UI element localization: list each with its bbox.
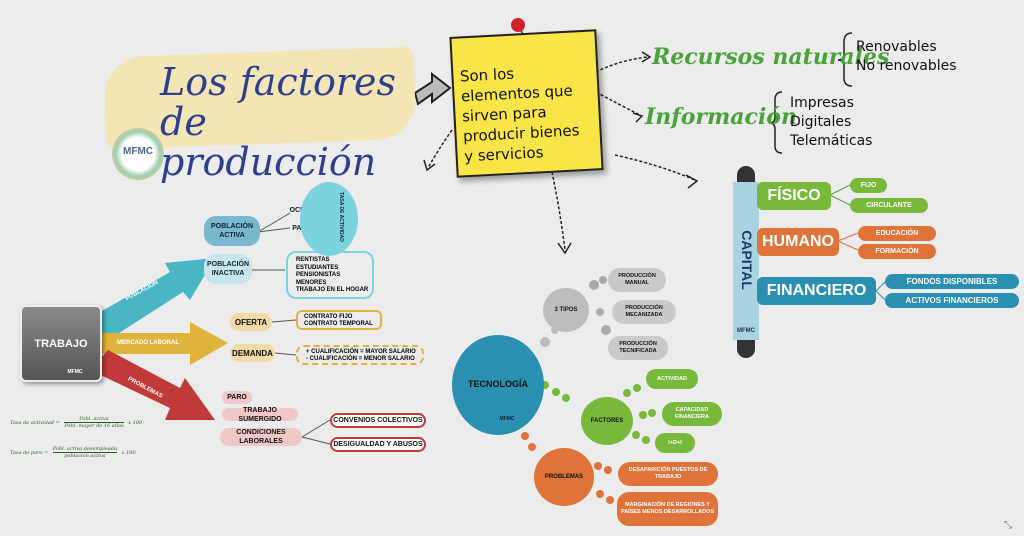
capital-watermark: MFMC xyxy=(737,327,755,334)
trabajo-label: TRABAJO xyxy=(34,337,88,350)
formula-multiplier: x 100 xyxy=(121,450,136,456)
inactiva-item: PENSIONISTAS xyxy=(296,272,341,278)
inactiva-item: ESTUDIANTES xyxy=(296,264,339,271)
convenios-box: CONVENIOS COLECTIVOS xyxy=(330,413,426,428)
oferta-box: OFERTA xyxy=(230,313,272,331)
page-title: Los factores de producción xyxy=(160,62,420,182)
factor-item: ACTIVIDAD xyxy=(646,369,698,389)
formula-label: Tasa de actividad = xyxy=(10,420,60,426)
salario-item: - CUALIFICACIÓN = MENOR SALARIO xyxy=(306,356,415,362)
tasa-label: TASA DE ACTIVIDAD xyxy=(337,192,344,242)
title-line-1: Los factores xyxy=(160,60,396,104)
resize-handle-icon[interactable]: ⤡ xyxy=(1004,520,1012,531)
factor-item: I+D+I xyxy=(655,433,695,453)
note-text: Son los elementos que sirven para produc… xyxy=(459,64,580,166)
inactiva-item: RENTISTAS xyxy=(296,257,330,263)
poblacion-activa: POBLACIÓN ACTIVA xyxy=(204,216,260,246)
logo-text: MFMC xyxy=(123,146,153,157)
tecnologia-watermark: MFMC xyxy=(499,416,515,423)
sumergido-box: TRABAJO SUMERGIDO xyxy=(222,407,298,423)
salario-item: + CUALIFICACIÓN = MAYOR SALARIO xyxy=(306,349,416,355)
factores-circle xyxy=(581,397,633,445)
informacion-list: Impresas Digitales Telemáticas xyxy=(790,94,872,151)
arrow-problemas xyxy=(90,350,215,420)
formula-denominator: población activa xyxy=(64,453,106,459)
inactiva-list: RENTISTAS ESTUDIANTES PENSIONISTAS MENOR… xyxy=(286,251,374,299)
informacion-item: Telemáticas xyxy=(790,133,873,149)
factor-item: CAPACIDAD FINANCIERA xyxy=(662,402,722,426)
tecnologia-label: TECNOLOGÍA xyxy=(468,379,528,390)
humano-item: EDUCACIÓN xyxy=(858,226,936,241)
financiero-item: ACTIVOS FINANCIEROS xyxy=(885,293,1019,308)
formula-label: Tasa de paro = xyxy=(10,450,49,456)
fisico-item: FIJO xyxy=(850,178,887,193)
contratos-box: CONTRATO FIJO CONTRATO TEMPORAL xyxy=(296,310,382,330)
factores-label: FACTORES xyxy=(590,417,624,424)
humano-item: FORMACIÓN xyxy=(858,244,936,259)
inactiva-item: MENORES xyxy=(296,279,327,286)
brace-icon xyxy=(837,32,853,87)
tecnologia-circle xyxy=(452,335,544,435)
formula-multiplier: x 100 xyxy=(128,420,143,426)
formula-denominator: Pobl. mayor de 16 años xyxy=(64,423,124,429)
fisico-item: CIRCULANTE xyxy=(850,198,928,213)
arrow-mercado xyxy=(100,322,228,365)
paro-box: PARO xyxy=(222,391,252,404)
tipo-item: PRODUCCIÓN MECANIZADA xyxy=(612,300,676,324)
problemas-circle xyxy=(534,448,594,506)
poblacion-inactiva: POBLACIÓN INACTIVA xyxy=(204,254,252,284)
formula-tasa-actividad: Tasa de actividad = Pobl. activa Pobl. m… xyxy=(10,416,142,429)
informacion-item: Digitales xyxy=(790,114,852,130)
recursos-list: Renovables No renovables xyxy=(856,38,957,76)
tipos-label: 3 TIPOS xyxy=(554,306,578,313)
hollow-arrow-icon xyxy=(413,71,452,106)
formula-tasa-paro: Tasa de paro = Pobl. activa desempleada … xyxy=(10,446,136,459)
condiciones-box: CONDICIONES LABORALES xyxy=(220,428,302,446)
recursos-title: Recursos naturales xyxy=(652,44,890,70)
logo: MFMC xyxy=(112,128,164,180)
title-line-2: de producción xyxy=(160,100,377,184)
brace-icon xyxy=(768,91,783,154)
formula-numerator: Pobl. activa desempleada xyxy=(52,446,118,453)
formula-numerator: Pobl. activa xyxy=(64,416,124,423)
informacion-title: Información xyxy=(645,104,797,130)
problemas-label: PROBLEMAS xyxy=(544,473,584,480)
problema-item: MARGINACIÓN DE REGIONES Y PAÍSES MENOS D… xyxy=(617,492,718,526)
desigualdad-box: DESIGUALDAD Y ABUSOS xyxy=(330,437,426,452)
arrow-poblacion xyxy=(90,258,215,340)
salarios-box: + CUALIFICACIÓN = MAYOR SALARIO - CUALIF… xyxy=(296,345,424,365)
tipos-circle xyxy=(543,288,589,332)
problema-item: DESAPARICIÓN PUESTOS DE TRABAJO xyxy=(618,462,718,486)
demanda-box: DEMANDA xyxy=(230,344,275,362)
financiero-item: FONDOS DISPONIBLES xyxy=(885,274,1019,289)
trabajo-watermark: MFMC xyxy=(67,369,83,376)
informacion-item: Impresas xyxy=(790,95,854,111)
contrato-item: CONTRATO FIJO xyxy=(304,314,353,320)
capital-fisico: FÍSICO xyxy=(757,182,831,210)
tipo-item: PRODUCCIÓN TECNIFICADA xyxy=(608,336,668,360)
inactiva-item: TRABAJO EN EL HOGAR xyxy=(296,287,369,293)
tasa-circle xyxy=(300,182,358,256)
recursos-item: No renovables xyxy=(856,58,957,74)
capital-humano: HUMANO xyxy=(757,228,839,256)
tipo-item: PRODUCCIÓN MANUAL xyxy=(608,268,666,292)
arrow-mercado-label: MERCADO LABORAL xyxy=(117,339,179,346)
recursos-item: Renovables xyxy=(856,39,937,55)
capital-bar xyxy=(733,182,759,340)
contrato-item: CONTRATO TEMPORAL xyxy=(304,321,373,327)
trabajo-box: TRABAJO xyxy=(20,305,102,382)
capital-financiero: FINANCIERO xyxy=(757,277,876,305)
